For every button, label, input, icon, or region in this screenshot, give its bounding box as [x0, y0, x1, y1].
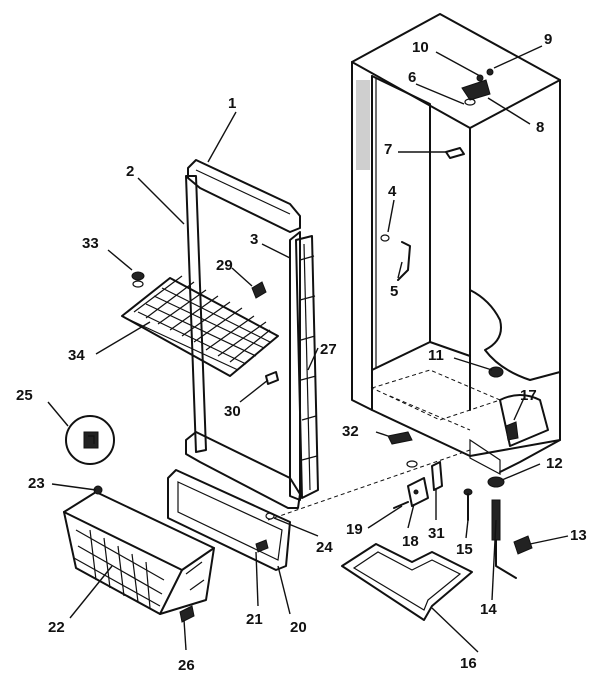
bracket-part-17	[505, 421, 519, 441]
door-gasket-part-27	[295, 235, 319, 499]
callout-32: 32	[342, 423, 359, 440]
callout-3: 3	[250, 231, 258, 248]
callout-15: 15	[456, 541, 473, 558]
callout-14: 14	[480, 601, 497, 618]
drain-pan-part-16	[341, 543, 473, 621]
callout-24: 24	[316, 539, 333, 556]
callout-10: 10	[412, 39, 429, 56]
cabinet	[351, 13, 561, 475]
clip-part-13	[513, 535, 533, 555]
callout-26: 26	[178, 657, 195, 674]
callout-2: 2	[126, 163, 134, 180]
shelf-support-part-33	[131, 271, 145, 288]
spring-part-32	[387, 431, 413, 445]
washer-part-12a	[406, 460, 418, 468]
part-25-inset	[65, 415, 115, 465]
screw-part-10	[476, 74, 484, 82]
leveler-part-11	[488, 366, 504, 378]
shelf-clip-part-29	[251, 281, 267, 299]
callout-12: 12	[546, 455, 563, 472]
screw-part-19	[393, 501, 409, 509]
leveler-part-12	[487, 476, 505, 488]
callout-6: 6	[408, 69, 416, 86]
callout-22: 22	[48, 619, 65, 636]
bracket-part-7	[445, 147, 465, 159]
callout-18: 18	[402, 533, 419, 550]
callout-16: 16	[460, 655, 477, 672]
callout-labels: 1 2 3 4 5 6 7 8 9 10 11 12 13 14 15 16 1…	[16, 31, 587, 674]
leader-lines	[47, 45, 569, 653]
shelf-clip-part-30	[265, 371, 279, 385]
callout-11: 11	[428, 347, 444, 364]
wire-basket-part-22	[63, 491, 215, 615]
callout-13: 13	[570, 527, 587, 544]
trim-clip-part-21	[255, 539, 269, 553]
bracket-part-18	[407, 477, 429, 507]
callout-9: 9	[544, 31, 552, 48]
door-liner-part-1	[187, 159, 301, 233]
screw-part-9	[486, 68, 494, 76]
clip-part-4	[380, 234, 390, 242]
callout-20: 20	[290, 619, 307, 636]
wire-part-5	[397, 241, 411, 281]
callout-23: 23	[28, 475, 45, 492]
callout-21: 21	[246, 611, 263, 628]
washer-part-6	[464, 98, 476, 106]
basket-stop-part-26	[179, 605, 195, 623]
callout-17: 17	[520, 387, 537, 404]
callout-25: 25	[16, 387, 33, 404]
wire-shelf-part-34	[121, 275, 279, 377]
callout-34: 34	[68, 347, 85, 364]
hinge-part-8	[461, 79, 491, 101]
callout-31: 31	[428, 525, 445, 542]
callout-7: 7	[384, 141, 392, 158]
callout-19: 19	[346, 521, 363, 538]
callout-1: 1	[228, 95, 236, 112]
callout-8: 8	[536, 119, 544, 136]
callout-4: 4	[388, 183, 397, 200]
bracket-part-31	[431, 461, 443, 491]
callout-29: 29	[216, 257, 233, 274]
screw-part-15	[463, 488, 473, 521]
trim-part-20	[167, 469, 291, 571]
callout-27: 27	[320, 341, 337, 358]
callout-33: 33	[82, 235, 99, 252]
callout-30: 30	[224, 403, 241, 420]
door-panel-part-2	[185, 175, 207, 453]
door-bottom-part	[185, 431, 301, 509]
callout-5: 5	[390, 283, 398, 300]
